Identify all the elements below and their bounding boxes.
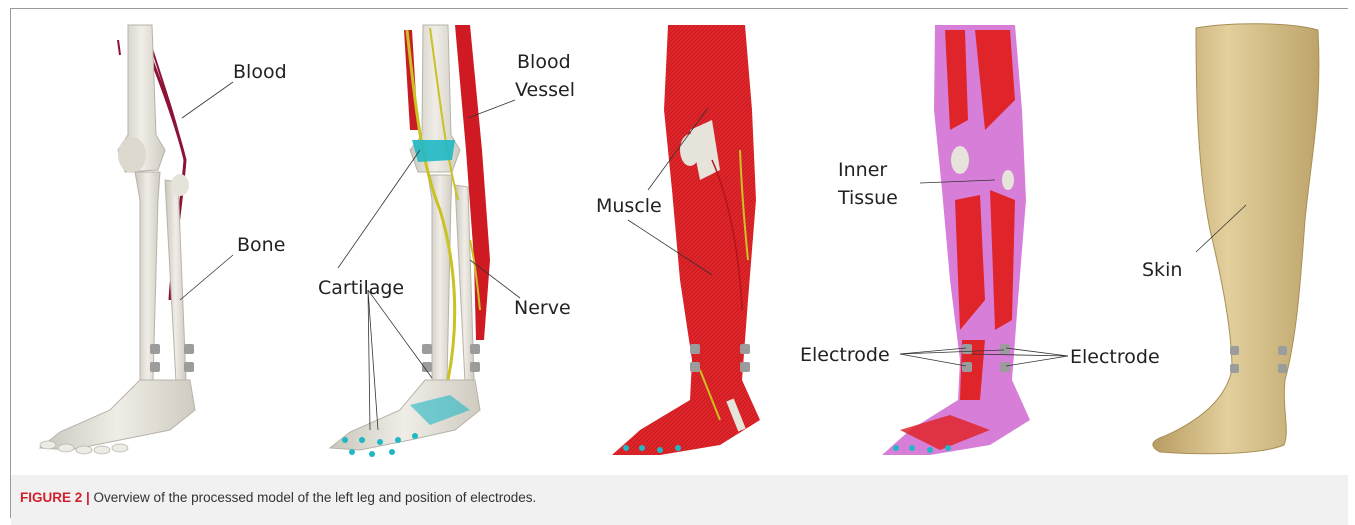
label-electrode-right: Electrode xyxy=(1070,345,1160,369)
vessel-nerve-panel xyxy=(330,25,520,457)
label-blood-vessel-1: Blood xyxy=(517,50,571,74)
label-inner-tissue-2: Tissue xyxy=(838,186,898,210)
skin-panel xyxy=(1153,24,1319,454)
label-inner-tissue-1: Inner xyxy=(838,158,887,182)
muscle-leg xyxy=(612,25,760,455)
electrode-group-1 xyxy=(150,344,194,372)
caption-text: Overview of the processed model of the l… xyxy=(90,490,537,505)
cartilage-knee xyxy=(412,140,455,162)
label-blood-vessel-2: Vessel xyxy=(515,78,575,102)
skin-leg xyxy=(1153,24,1319,454)
skeleton-panel xyxy=(40,25,233,454)
label-cartilage: Cartilage xyxy=(318,276,404,300)
inner-tissue-panel xyxy=(882,25,1068,455)
leg-model-figure xyxy=(0,0,1355,470)
label-bone: Bone xyxy=(237,233,285,257)
label-skin: Skin xyxy=(1142,258,1182,282)
figure-caption: FIGURE 2 | Overview of the processed mod… xyxy=(20,490,536,505)
label-nerve: Nerve xyxy=(514,296,571,320)
label-muscle: Muscle xyxy=(596,194,662,218)
foot-bones xyxy=(40,380,195,450)
label-electrode-left: Electrode xyxy=(800,343,890,367)
caption-label: FIGURE 2 | xyxy=(20,490,90,505)
muscle-panel xyxy=(612,25,760,455)
foot-bones-2 xyxy=(330,380,480,450)
fibula xyxy=(165,180,186,382)
label-blood: Blood xyxy=(233,60,287,84)
